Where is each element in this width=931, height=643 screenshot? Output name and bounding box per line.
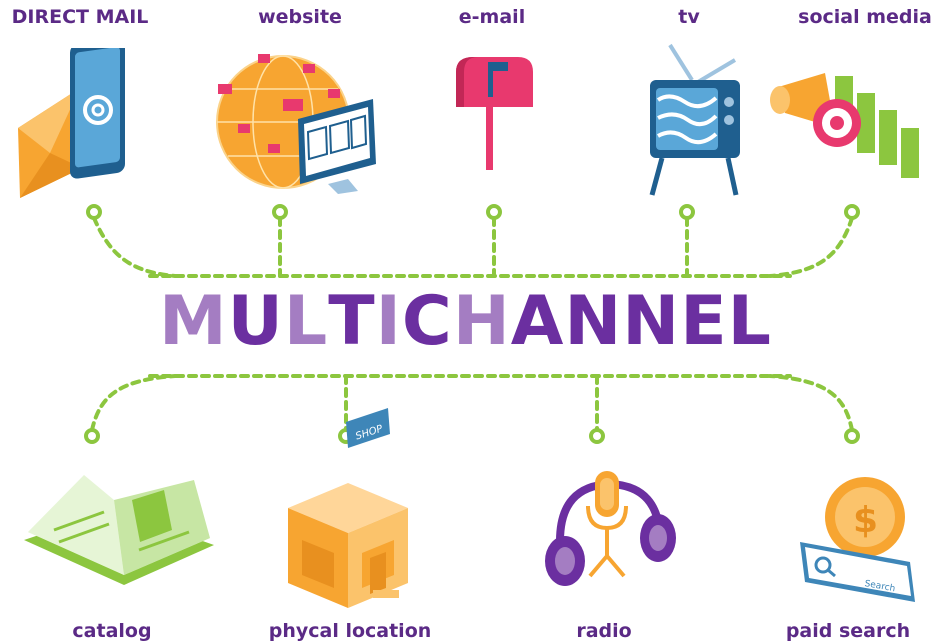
connector-social [768, 216, 854, 278]
label-tv: tv [678, 6, 700, 28]
title-letter: M [158, 282, 228, 361]
envelope-phone-icon [18, 48, 125, 198]
title-multichannel: MULTICHANNEL [0, 282, 931, 362]
search-coin-icon: $ Search [800, 477, 915, 602]
title-letter: E [680, 282, 728, 361]
label-website: website [258, 6, 342, 28]
label-phycal-location: phycal location [268, 620, 432, 642]
shop-building-icon [288, 483, 408, 608]
node-dot-paid-search [844, 428, 860, 444]
title-letter: N [564, 282, 623, 361]
open-book-icon [24, 475, 214, 585]
microphone-headphones-icon [545, 471, 676, 586]
title-letter: A [510, 282, 565, 361]
title-letter: U [227, 282, 284, 361]
label-social-media: social media [798, 6, 931, 28]
title-letter: I [375, 282, 402, 361]
node-dot-catalog [84, 428, 100, 444]
svg-text:$: $ [853, 500, 878, 541]
node-dot-social [844, 204, 860, 220]
label-radio: radio [576, 620, 632, 642]
tv-icon [649, 43, 740, 196]
globe-monitor-icon [216, 54, 376, 194]
node-dot-email [486, 204, 502, 220]
label-email: e-mail [458, 6, 526, 28]
mailbox-icon [456, 57, 533, 170]
megaphone-chart-icon [770, 73, 919, 178]
label-direct-mail: DIRECT MAIL [11, 6, 149, 28]
node-dot-tv [679, 204, 695, 220]
connector-direct-mail [92, 216, 177, 278]
title-letter: N [622, 282, 681, 361]
title-letter: H [452, 282, 511, 361]
node-dot-direct-mail [86, 204, 102, 220]
connector-paid-search [768, 374, 854, 432]
connector-catalog [90, 374, 177, 432]
label-paid-search: paid search [785, 620, 911, 642]
title-letter: L [727, 282, 773, 361]
node-dot-website [272, 204, 288, 220]
title-letter: T [328, 282, 376, 361]
title-letter: C [401, 282, 453, 361]
label-catalog: catalog [72, 620, 152, 642]
shop-sign-icon: SHOP [346, 408, 390, 448]
title-letter: L [283, 282, 329, 361]
node-dot-radio [589, 428, 605, 444]
